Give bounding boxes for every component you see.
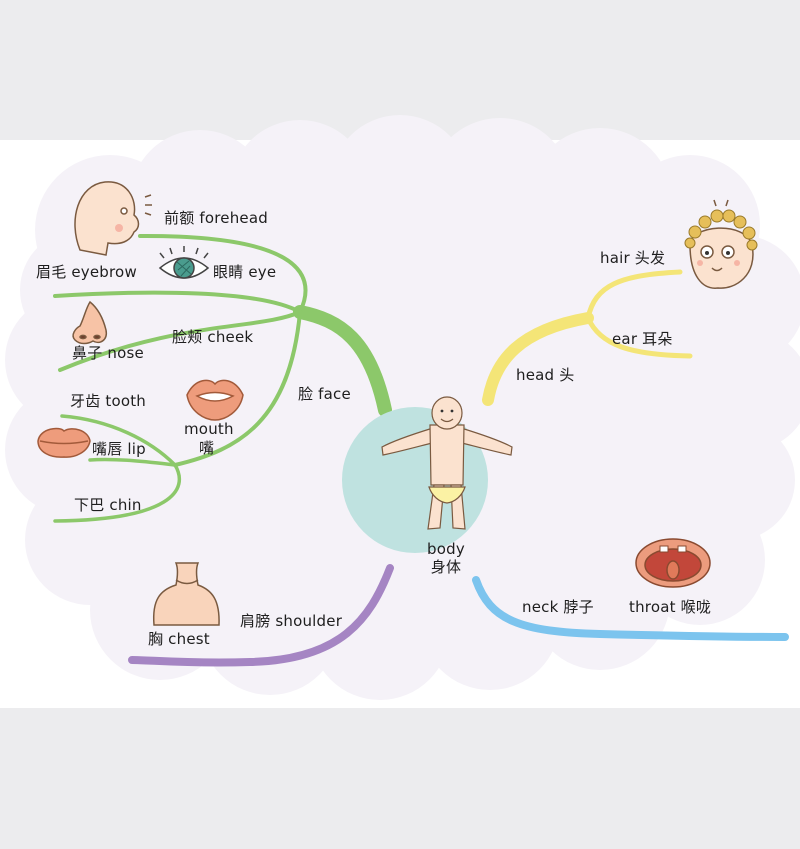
label-mouth-zh: 嘴: [199, 439, 215, 457]
head-branch: [482, 269, 693, 406]
label-hair: hair 头发: [600, 249, 666, 267]
label-forehead: 前额 forehead: [164, 209, 268, 227]
label-mouth-en: mouth: [184, 420, 234, 438]
throat-icon: [635, 538, 711, 588]
neck-branch: [472, 576, 789, 641]
label-chest: 胸 chest: [148, 630, 210, 648]
label-face: 脸 face: [298, 385, 351, 403]
face-branch: [53, 233, 392, 523]
body-figure-icon: [381, 396, 513, 530]
label-head: head 头: [516, 366, 575, 384]
label-eyebrow: 眉毛 eyebrow: [36, 263, 137, 281]
head-profile-icon: [74, 181, 152, 256]
chest-icon: [152, 562, 220, 626]
center-label-en: body: [427, 540, 465, 558]
center-label: body 身体: [418, 540, 474, 576]
label-ear: ear 耳朵: [612, 330, 673, 348]
label-tooth: 牙齿 tooth: [70, 392, 146, 410]
nose-icon: [72, 300, 108, 345]
lips-icon: [186, 379, 244, 421]
label-shoulder: 肩膀 shoulder: [240, 612, 343, 630]
lip-icon: [37, 427, 91, 458]
label-lip: 嘴唇 lip: [92, 440, 146, 458]
label-throat: throat 喉咙: [629, 598, 712, 616]
label-eye: 眼睛 eye: [213, 263, 277, 281]
shoulder-branch: [128, 564, 394, 667]
eye-icon: [158, 246, 210, 279]
label-nose: 鼻子 nose: [72, 344, 144, 362]
curly-hair-head-icon: [684, 199, 758, 289]
label-chin: 下巴 chin: [74, 496, 142, 514]
center-circle: [342, 407, 488, 553]
label-cheek: 脸颊 cheek: [172, 328, 254, 346]
label-neck: neck 脖子: [522, 598, 594, 616]
center-label-zh: 身体: [430, 558, 462, 576]
